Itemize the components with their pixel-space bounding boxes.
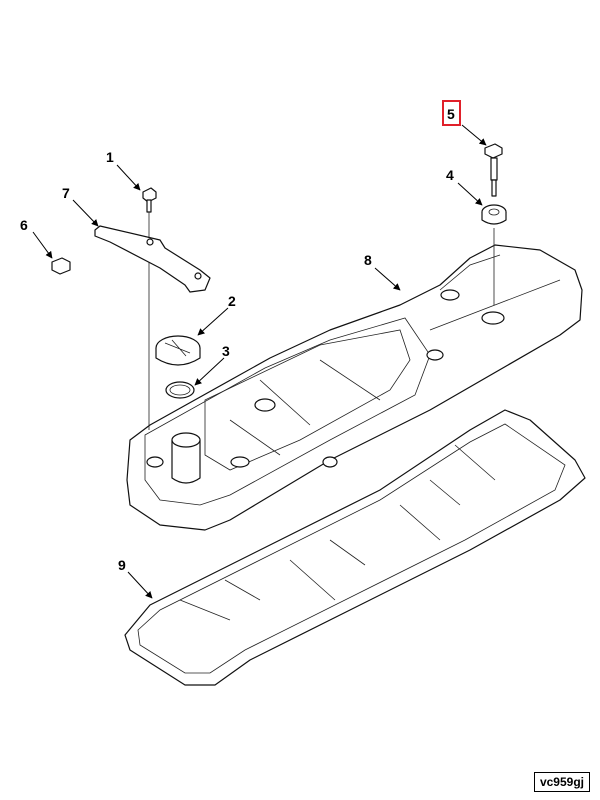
callout-3: 3 (222, 343, 230, 359)
oil-filler-cap-part-2 (155, 335, 201, 366)
callout-7: 7 (62, 185, 70, 201)
callout-1: 1 (106, 149, 114, 165)
callout-6: 6 (20, 217, 28, 233)
callout-2: 2 (228, 293, 236, 309)
callout-5: 5 (447, 106, 455, 122)
callout-8: 8 (364, 252, 372, 268)
callout-9: 9 (118, 557, 126, 573)
grommet-part-4 (481, 204, 507, 225)
clip-part-6 (51, 257, 71, 275)
valve-cover (126, 244, 583, 531)
bracket-part-7 (94, 225, 211, 293)
reference-code: vc959gj (533, 772, 590, 792)
valve-cover-gasket (124, 409, 586, 686)
leader-lines (32, 124, 487, 599)
bolt-part-1 (142, 187, 157, 213)
callout-4: 4 (446, 167, 454, 183)
callout-5-highlight-box (442, 100, 461, 126)
stud-part-5 (484, 143, 503, 197)
